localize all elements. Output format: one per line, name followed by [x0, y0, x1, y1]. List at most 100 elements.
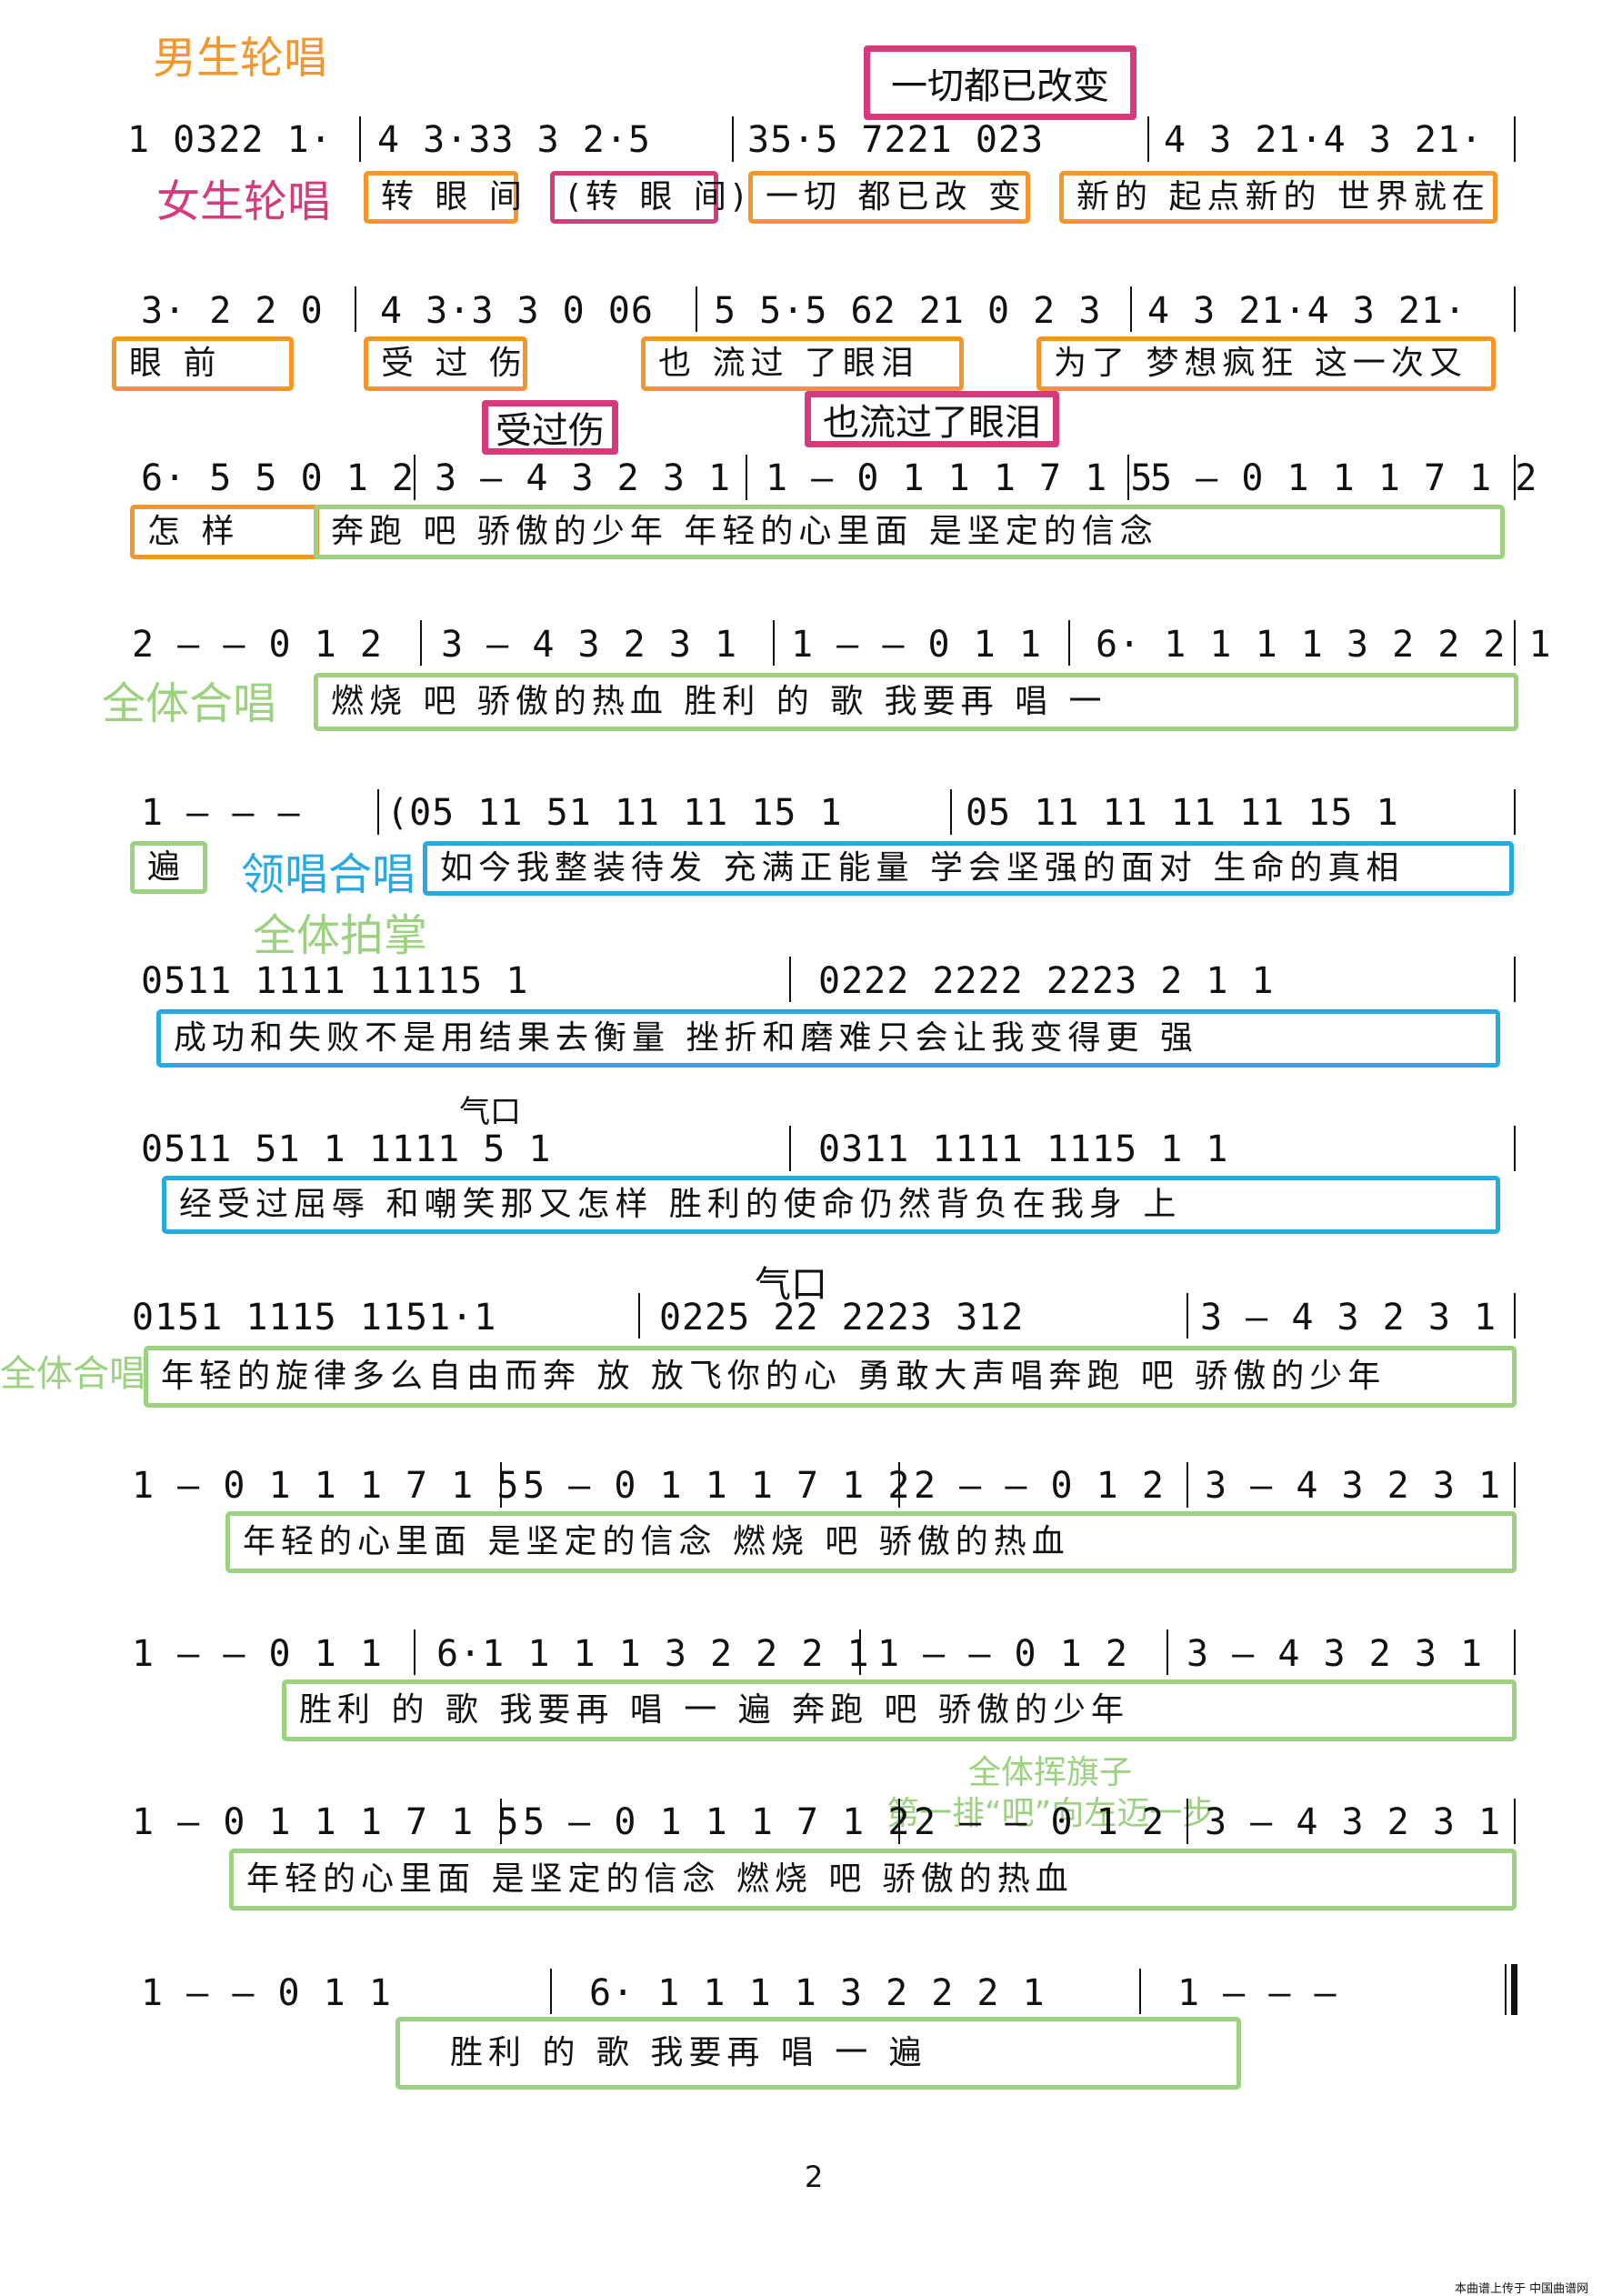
row11-measure2: 5 — 0 1 1 1 7 1 2 [523, 1801, 911, 1843]
barline [898, 1462, 900, 1508]
row9-measure3: 2 — — 0 1 2 [914, 1465, 1165, 1507]
row12-measure3: 1 — — — [1177, 1972, 1337, 2014]
barline [359, 116, 361, 162]
row3-lyric1: 怎 样 [130, 505, 319, 559]
barline [859, 1629, 861, 1675]
barline [1514, 620, 1516, 666]
barline [550, 1969, 552, 2014]
callout-tears: 也流过了眼泪 [805, 391, 1059, 447]
barline [1130, 286, 1132, 332]
barline [773, 620, 775, 666]
row1-measure4: 4 3 21·4 3 21· [1164, 119, 1484, 161]
row12-measure2: 6· 1 1 1 1 3 2 2 2 1 [589, 1972, 1046, 2014]
barline [746, 455, 747, 500]
row1-lyric3: 一切 都已改 变 [748, 171, 1030, 224]
barline [355, 286, 356, 332]
label-all-sing: 全体合唱 [102, 678, 277, 729]
barline [789, 1126, 791, 1171]
row2-lyric1: 眼 前 [112, 336, 294, 391]
row7-measure1: 0511 51 1 1111 5 1 [141, 1128, 552, 1170]
row7-measure2: 0311 1111 1115 1 1 [818, 1128, 1229, 1170]
row3-measure4: 5 — 0 1 1 1 7 1 2 [1150, 457, 1538, 499]
row9-measure2: 5 — 0 1 1 1 7 1 2 [523, 1465, 911, 1507]
callout-all-changed: 一切都已改变 [864, 45, 1136, 120]
row2-lyric4: 为了 梦想疯狂 这一次又 [1036, 336, 1496, 391]
row1-measure3: 35·5 7221 023 [747, 119, 1045, 161]
row1-lyric1: 转 眼 间 [364, 171, 522, 224]
barline [1186, 1462, 1188, 1508]
row2-measure3: 5 5·5 62 21 0 2 3 [714, 290, 1102, 332]
barline [1139, 1969, 1141, 2014]
barline [1514, 957, 1516, 1002]
row11-measure3: 2 — — 0 1 2 [914, 1801, 1165, 1843]
barline [500, 1799, 502, 1844]
row3-measure2: 3 — 4 3 2 3 1 [435, 457, 732, 499]
row6-measure2: 0222 2222 2223 2 1 1 [818, 960, 1275, 1002]
row10-measure3: 1 — — 0 1 2 [877, 1633, 1128, 1675]
label-all-sing-2: 全体合唱 [0, 1353, 145, 1395]
barline [950, 789, 952, 835]
barline [1127, 455, 1129, 500]
row5-measure2: (05 11 51 11 11 15 1 [386, 792, 843, 834]
row4-measure1: 2 — — 0 1 2 [132, 624, 383, 666]
barline [1514, 1462, 1516, 1508]
page-number: 2 [805, 2160, 824, 2194]
row10-measure2: 6·1 1 1 1 3 2 2 2 1 [436, 1633, 870, 1675]
row1-lyric4: 新的 起点新的 世界就在 [1059, 171, 1497, 224]
barline [1514, 789, 1516, 835]
row12-lyric1: 胜利 的 歌 我要再 唱 一 遍 [395, 2017, 1241, 2090]
barline [638, 1293, 640, 1338]
row4-lyric1: 燃烧 吧 骄傲的热血 胜利 的 歌 我要再 唱 一 [314, 673, 1518, 731]
row7-lyric1: 经受过屈辱 和嘲笑那又怎样 胜利的使命仍然背负在我身 上 [162, 1176, 1500, 1234]
barline [1514, 1293, 1516, 1338]
row4-measure2: 3 — 4 3 2 3 1 [441, 624, 738, 666]
barline [1514, 1126, 1516, 1171]
row2-measure1: 3· 2 2 0 [141, 290, 324, 332]
barline [500, 1462, 502, 1508]
barline [696, 286, 697, 332]
row3-measure3: 1 — 0 1 1 1 7 1 5 [766, 457, 1154, 499]
barline [377, 789, 379, 835]
row11-measure4: 3 — 4 3 2 3 1 [1205, 1801, 1502, 1843]
barline [1068, 620, 1070, 666]
row5-measure1: 1 — — — [141, 792, 301, 834]
barline [1166, 1629, 1168, 1675]
barline [414, 1629, 416, 1675]
row2-measure2: 4 3·3 3 0 06 [380, 290, 654, 332]
row2-measure4: 4 3 21·4 3 21· [1147, 290, 1467, 332]
row5-measure3: 05 11 11 11 11 15 1 [966, 792, 1399, 834]
row6-measure1: 0511 1111 11115 1 [141, 960, 529, 1002]
breath-mark-1: 气口 [459, 1094, 521, 1130]
barline [414, 455, 416, 500]
row8-measure2: 0225 22 2223 312 [659, 1297, 1025, 1338]
barline [1514, 1799, 1516, 1844]
barline [1514, 286, 1516, 332]
row1-measure1: 1 0322 1· [127, 119, 333, 161]
row3-measure1: 6· 5 5 0 1 2 [141, 457, 415, 499]
barline [1514, 116, 1516, 162]
row8-measure1: 0151 1115 1151·1 [132, 1297, 497, 1338]
label-male-round: 男生轮唱 [153, 33, 328, 84]
label-female-round: 女生轮唱 [156, 176, 332, 227]
barline [1514, 455, 1516, 500]
row2-lyric3: 也 流过 了眼泪 [641, 336, 964, 391]
row10-measure4: 3 — 4 3 2 3 1 [1186, 1633, 1484, 1675]
row10-measure1: 1 — — 0 1 1 [132, 1633, 383, 1675]
barline [1186, 1293, 1188, 1338]
barline [420, 620, 422, 666]
row3-lyric2: 奔跑 吧 骄傲的少年 年轻的心里面 是坚定的信念 [314, 505, 1505, 559]
row8-measure3: 3 — 4 3 2 3 1 [1200, 1297, 1497, 1338]
row9-measure1: 1 — 0 1 1 1 7 1 5 [132, 1465, 520, 1507]
row9-measure4: 3 — 4 3 2 3 1 [1205, 1465, 1502, 1507]
barline [732, 116, 734, 162]
row10-lyric1: 胜利 的 歌 我要再 唱 一 遍 奔跑 吧 骄傲的少年 [282, 1679, 1517, 1741]
row9-lyric1: 年轻的心里面 是坚定的信念 燃烧 吧 骄傲的热血 [225, 1511, 1517, 1573]
row5-lyric1: 遍 [130, 841, 207, 894]
row1-lyric2: (转 眼 间) [550, 171, 745, 224]
footer-credit: 本曲谱上传于 中国曲谱网 [1455, 2282, 1589, 2296]
barline [789, 957, 791, 1002]
row11-lyric1: 年轻的心里面 是坚定的信念 燃烧 吧 骄傲的热血 [229, 1849, 1517, 1910]
flag-instruction-2: 第一排“吧”向左迈一步 [886, 1795, 1216, 1832]
label-lead-chorus: 领唱合唱 [241, 849, 416, 900]
row11-measure1: 1 — 0 1 1 1 7 1 5 [132, 1801, 520, 1843]
